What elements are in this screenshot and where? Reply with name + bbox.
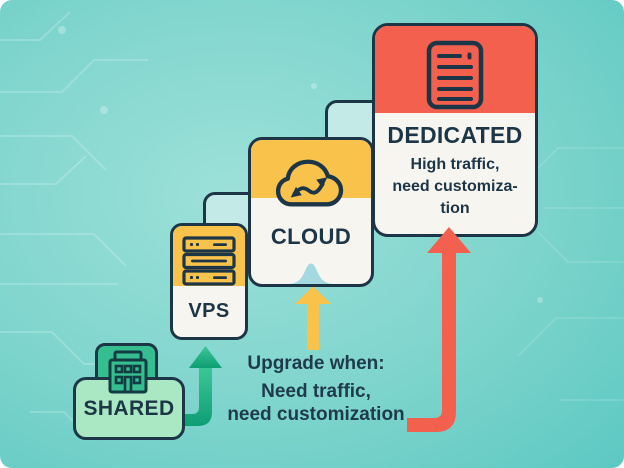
rack-server-icon [426, 40, 484, 109]
card-dedicated-body: DEDICATED High traffic, need customiza- … [375, 113, 535, 220]
card-cloud-body: CLOUD [251, 198, 371, 284]
building-icon [108, 350, 148, 394]
cloud-transfer-icon [275, 159, 344, 207]
server-stack-icon [182, 236, 236, 286]
card-dedicated: DEDICATED High traffic, need customiza- … [372, 23, 538, 237]
card-cloud: CLOUD [248, 137, 374, 287]
card-vps-header [173, 226, 245, 286]
caption-line-3: need customization [227, 404, 405, 425]
arrow-vps-to-cloud [295, 286, 331, 350]
card-vps: VPS [170, 223, 248, 340]
caption-line-2: Need traffic, [261, 381, 371, 402]
card-dedicated-subtitle: High traffic, need customiza- tion [392, 156, 518, 217]
upgrade-caption: Upgrade when: Need traffic, need customi… [196, 353, 436, 426]
card-shared-label: SHARED [83, 396, 175, 420]
card-dedicated-label: DEDICATED [387, 122, 523, 148]
card-vps-body: VPS [173, 286, 245, 337]
card-vps-label: VPS [188, 300, 230, 322]
arrow-shared-to-vps [179, 346, 222, 426]
caption-title: Upgrade when: [247, 353, 385, 374]
card-cloud-label: CLOUD [270, 224, 352, 249]
card-dedicated-header [375, 26, 535, 113]
wave-decoration [287, 263, 335, 284]
